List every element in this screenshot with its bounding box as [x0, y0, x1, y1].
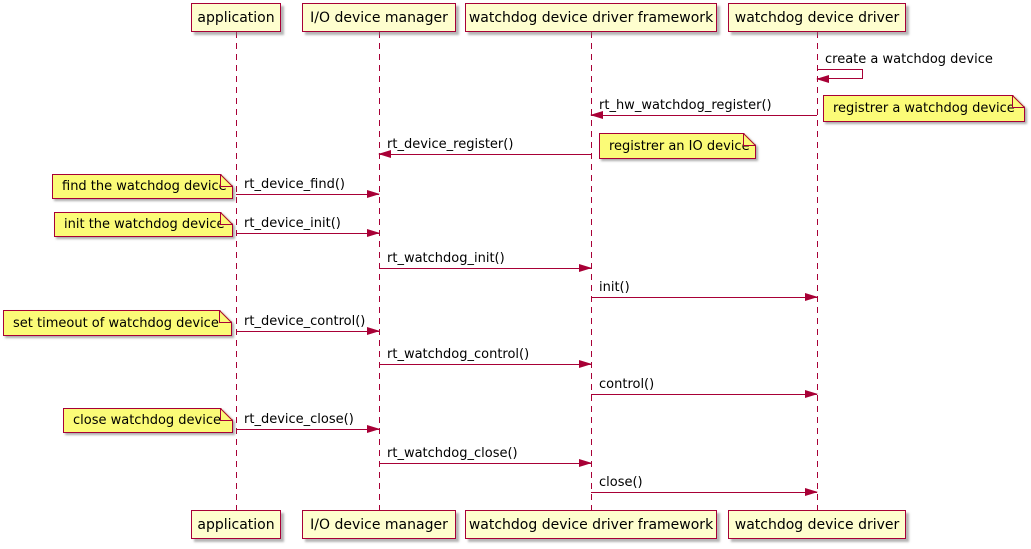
- participant-label: I/O device manager: [310, 9, 448, 26]
- message-rt-device-control: rt_device_control(): [236, 314, 380, 335]
- note-text: close watchdog device: [73, 413, 221, 428]
- participant-io-device-manager-top: I/O device manager: [302, 3, 456, 32]
- participant-watchdog-device-driver-framework-bottom: watchdog device driver framework: [465, 510, 717, 539]
- note-fold-icon: [220, 408, 233, 421]
- lifeline-io-device-manager: [379, 32, 380, 510]
- message-label: rt_watchdog_close(): [387, 446, 518, 461]
- arrowhead-right-icon: [805, 293, 818, 301]
- note-body: find the watchdog device: [52, 174, 233, 199]
- message-rt-watchdog-control: rt_watchdog_control(): [379, 347, 592, 368]
- arrow-line: [236, 327, 380, 335]
- note-text: set timeout of watchdog device: [13, 315, 219, 331]
- message-label: rt_device_register(): [387, 137, 514, 152]
- message-label: rt_hw_watchdog_register(): [599, 98, 772, 113]
- arrowhead-right-icon: [579, 264, 592, 272]
- participant-label: watchdog device driver: [734, 9, 900, 26]
- self-arrow-line: [816, 69, 863, 83]
- note-text: find the watchdog device: [62, 179, 227, 194]
- participant-watchdog-device-driver-top: watchdog device driver: [728, 3, 906, 32]
- note-fold-icon: [219, 310, 232, 323]
- arrow-line: [590, 111, 817, 119]
- arrow-line: [236, 425, 380, 433]
- note-body: init the watchdog device: [54, 212, 233, 237]
- arrow-line: [236, 229, 380, 237]
- participant-label: I/O device manager: [310, 516, 448, 533]
- note-body: close watchdog device: [63, 408, 233, 433]
- message-label: rt_watchdog_init(): [387, 251, 505, 266]
- message-label: create a watchdog device: [825, 52, 993, 67]
- arrow-line: [591, 390, 818, 398]
- arrowhead-right-icon: [367, 229, 380, 237]
- arrowhead-right-icon: [579, 360, 592, 368]
- arrowhead-right-icon: [367, 190, 380, 198]
- message-rt-hw-watchdog-register: rt_hw_watchdog_register(): [590, 98, 817, 119]
- note-fold-icon: [220, 212, 233, 225]
- message-label: rt_device_init(): [244, 216, 341, 231]
- participant-application-bottom: application: [191, 510, 281, 539]
- arrowhead-left-icon: [816, 75, 829, 83]
- participant-label: watchdog device driver framework: [468, 9, 714, 26]
- arrowhead-left-icon: [590, 111, 603, 119]
- arrowhead-right-icon: [805, 488, 818, 496]
- message-close: close(): [591, 475, 818, 496]
- message-label: rt_device_control(): [244, 314, 366, 329]
- message-create-a-watchdog-device-self: create a watchdog device: [816, 52, 1027, 83]
- note-body: registrer an IO device: [599, 133, 756, 159]
- note-text: registrer an IO device: [609, 138, 750, 154]
- note-set-timeout-of-watchdog-device: set timeout of watchdog device: [3, 310, 232, 336]
- message-init: init(): [591, 280, 818, 301]
- message-label: control(): [599, 377, 655, 392]
- message-rt-device-init: rt_device_init(): [236, 216, 380, 237]
- participant-label: application: [197, 516, 275, 533]
- message-rt-device-register: rt_device_register(): [378, 137, 591, 158]
- message-rt-device-find: rt_device_find(): [236, 177, 380, 198]
- arrow-line: [379, 360, 592, 368]
- participant-label: watchdog device driver framework: [468, 516, 714, 533]
- lifeline-watchdog-device-driver: [817, 32, 818, 510]
- lifeline-application: [236, 32, 237, 510]
- note-text: init the watchdog device: [64, 217, 225, 232]
- note-fold-icon: [220, 174, 233, 187]
- arrow-line: [379, 459, 592, 467]
- message-rt-watchdog-init: rt_watchdog_init(): [379, 251, 592, 272]
- participant-io-device-manager-bottom: I/O device manager: [302, 510, 456, 539]
- note-body: set timeout of watchdog device: [3, 310, 232, 336]
- note-registrer-a-watchdog-device: registrer a watchdog device: [823, 95, 1025, 122]
- participant-application-top: application: [191, 3, 281, 32]
- note-text: registrer a watchdog device: [833, 101, 1015, 116]
- note-registrer-an-io-device: registrer an IO device: [599, 133, 756, 159]
- participant-watchdog-device-driver-framework-top: watchdog device driver framework: [465, 3, 717, 32]
- message-label: close(): [599, 475, 643, 490]
- participant-label: watchdog device driver: [734, 516, 900, 533]
- message-control: control(): [591, 377, 818, 398]
- note-close-watchdog-device: close watchdog device: [63, 408, 233, 433]
- message-label: rt_device_find(): [244, 177, 345, 192]
- note-fold-icon: [743, 133, 756, 146]
- message-label: rt_device_close(): [244, 412, 354, 427]
- message-label: init(): [599, 280, 630, 295]
- message-label: rt_watchdog_control(): [387, 347, 530, 362]
- arrowhead-right-icon: [579, 459, 592, 467]
- arrow-line: [591, 293, 818, 301]
- note-find-the-watchdog-device: find the watchdog device: [52, 174, 233, 199]
- participant-watchdog-device-driver-bottom: watchdog device driver: [728, 510, 906, 539]
- note-fold-icon: [1012, 95, 1025, 108]
- arrowhead-left-icon: [378, 150, 391, 158]
- arrow-line: [378, 150, 591, 158]
- participant-label: application: [197, 9, 275, 26]
- arrowhead-right-icon: [805, 390, 818, 398]
- arrowhead-right-icon: [367, 425, 380, 433]
- message-rt-watchdog-close: rt_watchdog_close(): [379, 446, 592, 467]
- arrow-line: [591, 488, 818, 496]
- arrowhead-right-icon: [367, 327, 380, 335]
- message-rt-device-close: rt_device_close(): [236, 412, 380, 433]
- note-body: registrer a watchdog device: [823, 95, 1025, 122]
- arrow-line: [236, 190, 380, 198]
- arrow-line: [379, 264, 592, 272]
- note-init-the-watchdog-device: init the watchdog device: [54, 212, 233, 237]
